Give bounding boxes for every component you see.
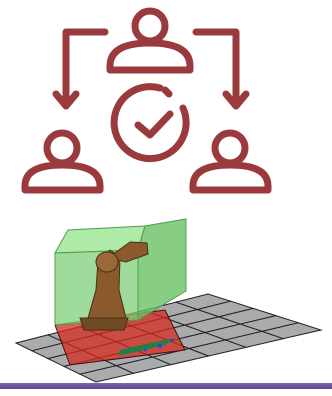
delegation-icon xyxy=(21,7,272,194)
sensor-points xyxy=(118,338,175,356)
manager-person-icon xyxy=(106,7,194,74)
right-arrow-icon xyxy=(192,28,250,110)
left-arrow-icon xyxy=(52,28,109,110)
clock-check-icon xyxy=(110,83,190,163)
robot-arm xyxy=(79,241,149,331)
floor-cell xyxy=(260,322,323,340)
bottom-bar xyxy=(0,383,332,389)
left-person-icon xyxy=(21,129,104,194)
right-person-icon xyxy=(189,129,272,194)
robot-workcell-illustration xyxy=(14,218,323,383)
